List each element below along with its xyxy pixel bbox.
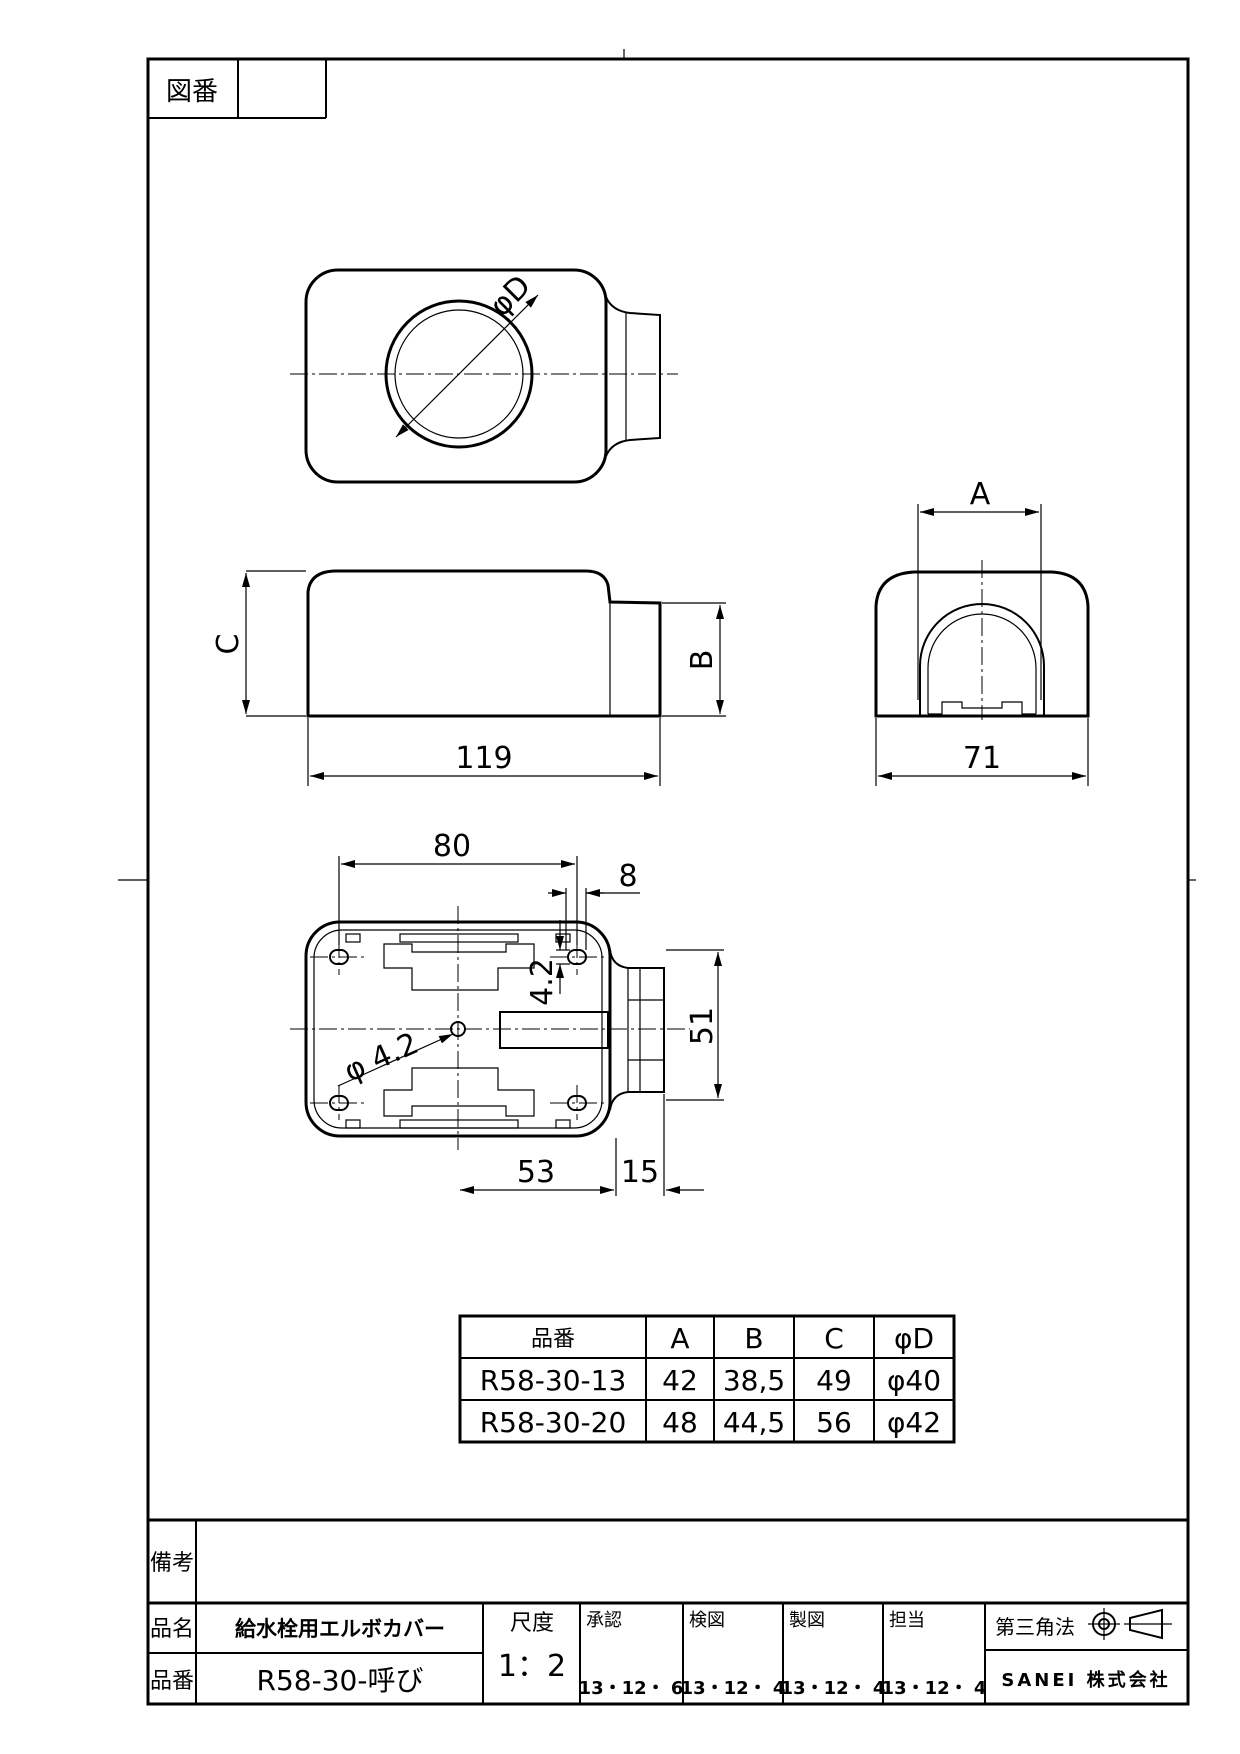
dim-a: A (970, 477, 991, 512)
charge-label: 担当 (889, 1610, 925, 1631)
dim-slot-height: 4.2 (525, 958, 560, 1006)
check-label: 検図 (689, 1610, 725, 1631)
spec-row-2-a: 48 (662, 1406, 698, 1439)
draft-date: 13・12・ 4 (781, 1678, 886, 1699)
check-date: 13・12・ 4 (681, 1678, 786, 1699)
spec-header-c: C (824, 1322, 844, 1355)
spec-header-part-number: 品番 (531, 1327, 575, 1352)
remarks-label: 備考 (150, 1551, 194, 1576)
approval-date: 13・12・ 6 (579, 1678, 684, 1699)
spec-header-phi-d: φD (894, 1322, 934, 1355)
spec-row-2-phi-d: φ42 (887, 1406, 941, 1439)
dim-pipe-length: 15 (621, 1155, 659, 1190)
spec-row-1-b: 38,5 (723, 1364, 785, 1397)
dim-center-offset: 53 (517, 1155, 555, 1190)
side-view: A 71 (874, 477, 1090, 786)
scale-label: 尺度 (510, 1611, 554, 1636)
drawing-number-label: 図番 (166, 77, 218, 107)
part-number-label: 品番 (150, 1669, 194, 1694)
third-angle-projection-icon (1088, 1608, 1172, 1640)
front-view: C B 119 (211, 569, 726, 786)
sheet-border (146, 57, 1190, 1706)
spec-row-2-part: R58-30-20 (480, 1406, 627, 1439)
top-view: φD (290, 268, 678, 484)
product-name-label: 品名 (150, 1617, 194, 1642)
spec-row-1-a: 42 (662, 1364, 698, 1397)
projection-label: 第三角法 (995, 1615, 1075, 1639)
spec-row-1-c: 49 (816, 1364, 852, 1397)
drawing-number-box: 図番 (148, 59, 327, 119)
spec-row-1-part: R58-30-13 (480, 1364, 627, 1397)
scale-value: 1：2 (498, 1649, 566, 1684)
product-name: 給水栓用エルボカバー (235, 1617, 445, 1641)
spec-header-b: B (744, 1322, 763, 1355)
dim-phi-d: φD (483, 269, 538, 324)
dim-c: C (211, 634, 246, 655)
spec-row-1-phi-d: φ40 (887, 1364, 941, 1397)
dim-length: 119 (455, 741, 512, 776)
bottom-view: 80 8 4.2 φ 4.2 51 53 15 (290, 829, 724, 1196)
spec-row-2-b: 44,5 (723, 1406, 785, 1439)
title-block: 備考 品名 給水栓用エルボカバー 品番 R58-30-呼び 尺度 1：2 承認 … (148, 1518, 1188, 1704)
draft-label: 製図 (789, 1610, 825, 1631)
spec-row-2-c: 56 (816, 1406, 852, 1439)
dim-slot: 8 (618, 859, 637, 894)
dim-height: 51 (685, 1007, 720, 1045)
dim-width: 71 (963, 741, 1001, 776)
approval-label: 承認 (586, 1610, 622, 1631)
spec-table: 品番 A B C φD R58-30-13 42 38,5 49 φ40 R58… (458, 1314, 956, 1444)
part-number: R58-30-呼び (257, 1664, 424, 1697)
dim-hole-spacing: 80 (433, 829, 471, 864)
company-name: SANEI 株式会社 (1001, 1669, 1170, 1691)
charge-date: 13・12・ 4 (882, 1678, 987, 1699)
dim-hole-dia: φ 4.2 (339, 1026, 424, 1089)
dim-b: B (685, 650, 720, 671)
spec-header-a: A (670, 1322, 689, 1355)
